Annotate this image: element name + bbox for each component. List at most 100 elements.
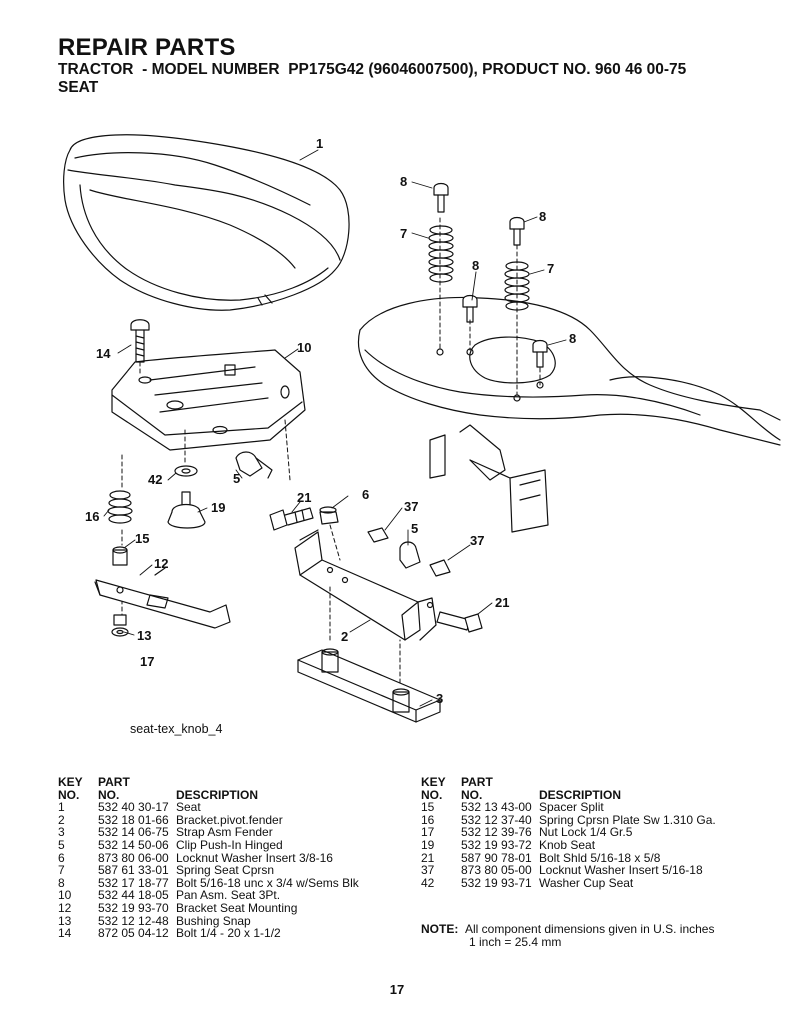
key-number: 3 bbox=[58, 825, 65, 840]
callout-21b: 21 bbox=[495, 595, 509, 610]
seat-part bbox=[63, 134, 350, 311]
part-description: Bolt 5/16-18 unc x 3/4 w/Sems Blk bbox=[176, 875, 359, 890]
part-number: 587 61 33-01 bbox=[98, 863, 169, 878]
callout-8a: 8 bbox=[400, 174, 407, 189]
header-part-no: NO. bbox=[461, 787, 483, 802]
header-part: PART bbox=[461, 775, 493, 789]
page-number: 17 bbox=[389, 982, 405, 997]
key-number: 14 bbox=[58, 926, 72, 941]
part-number: 532 19 93-70 bbox=[98, 900, 169, 915]
table-row: 5 532 14 50-06 Clip Push-In Hinged bbox=[58, 839, 359, 852]
part-description: Bracket Seat Mounting bbox=[176, 900, 298, 915]
part-number: 532 19 93-71 bbox=[461, 875, 532, 890]
part-description: Bolt 1/4 - 20 x 1-1/2 bbox=[176, 926, 281, 941]
header-key-no: NO. bbox=[58, 787, 80, 802]
part-description: Spring Seat Cprsn bbox=[176, 863, 275, 878]
dimension-note: NOTE: All component dimensions given in … bbox=[421, 923, 714, 949]
header-key-no: NO. bbox=[421, 787, 443, 802]
note-label: NOTE: bbox=[421, 922, 459, 936]
bolt-part bbox=[130, 319, 150, 363]
callout-16: 16 bbox=[85, 509, 99, 524]
table-row: 3 532 14 06-75 Strap Asm Fender bbox=[58, 826, 359, 839]
part-number: 532 13 43-00 bbox=[461, 800, 532, 815]
part-description: Strap Asm Fender bbox=[176, 825, 273, 840]
knob-part bbox=[167, 491, 206, 529]
header-key: KEY bbox=[421, 775, 446, 789]
table-row: 7 587 61 33-01 Spring Seat Cprsn bbox=[58, 864, 359, 877]
callout-10: 10 bbox=[297, 340, 311, 355]
callout-19: 19 bbox=[211, 500, 225, 515]
part-description: Seat bbox=[176, 800, 201, 815]
callout-6: 6 bbox=[362, 487, 369, 502]
header-key: KEY bbox=[58, 775, 83, 789]
header-part-no: NO. bbox=[98, 787, 120, 802]
table-row: 2 532 18 01-66 Bracket.pivot.fender bbox=[58, 814, 359, 827]
part-description: Locknut Washer Insert 3/8-16 bbox=[176, 850, 333, 865]
header-part: PART bbox=[98, 775, 130, 789]
spring-part bbox=[107, 490, 133, 524]
callout-7a: 7 bbox=[400, 226, 407, 241]
key-number: 21 bbox=[421, 850, 435, 865]
callout-1: 1 bbox=[316, 136, 323, 151]
part-number: 532 14 50-06 bbox=[98, 837, 169, 852]
callout-8c: 8 bbox=[539, 209, 546, 224]
strap-part bbox=[297, 648, 441, 723]
diagram-caption: seat-tex_knob_4 bbox=[130, 722, 222, 736]
mounting-bracket-part bbox=[94, 567, 231, 629]
callout-3: 3 bbox=[436, 691, 443, 706]
part-number: 532 18 01-66 bbox=[98, 812, 169, 827]
callout-21a: 21 bbox=[297, 490, 311, 505]
part-description: Knob Seat bbox=[539, 837, 596, 852]
key-number: 19 bbox=[421, 837, 435, 852]
callout-2: 2 bbox=[341, 629, 348, 644]
header-description: DESCRIPTION bbox=[176, 787, 259, 802]
pivot-bracket-part bbox=[294, 529, 437, 641]
callout-17: 17 bbox=[140, 654, 154, 669]
part-description: Spring Cprsn Plate Sw 1.310 Ga. bbox=[539, 812, 716, 827]
callout-7b: 7 bbox=[547, 261, 554, 276]
callout-5a: 5 bbox=[233, 471, 240, 486]
part-number: 532 44 18-05 bbox=[98, 888, 169, 903]
part-number: 532 14 06-75 bbox=[98, 825, 169, 840]
table-header-row-1: KEY PART bbox=[58, 776, 359, 789]
spring-bolt-assembly bbox=[428, 182, 548, 368]
key-number: 15 bbox=[421, 800, 435, 815]
callout-13: 13 bbox=[137, 628, 151, 643]
callout-8d: 8 bbox=[569, 331, 576, 346]
part-description: Bolt Shld 5/16-18 x 5/8 bbox=[539, 850, 661, 865]
key-number: 37 bbox=[421, 863, 435, 878]
key-number: 42 bbox=[421, 875, 435, 890]
table-row: 14 872 05 04-12 Bolt 1/4 - 20 x 1-1/2 bbox=[58, 927, 359, 940]
part-number: 587 90 78-01 bbox=[461, 850, 532, 865]
callout-5b: 5 bbox=[411, 521, 418, 536]
callout-42: 42 bbox=[148, 472, 162, 487]
key-number: 5 bbox=[58, 837, 65, 852]
table-row: 10 532 44 18-05 Pan Asm. Seat 3Pt. bbox=[58, 889, 359, 902]
key-number: 16 bbox=[421, 812, 435, 827]
callout-37a: 37 bbox=[404, 499, 418, 514]
seat-pan-part bbox=[111, 349, 306, 451]
key-number: 2 bbox=[58, 812, 65, 827]
key-number: 6 bbox=[58, 850, 65, 865]
callout-8b: 8 bbox=[472, 258, 479, 273]
part-description: Pan Asm. Seat 3Pt. bbox=[176, 888, 281, 903]
exploded-parts-diagram: 1 8 7 8 8 7 8 10 14 42 5 16 19 21 6 37 1… bbox=[63, 134, 781, 736]
part-number: 532 19 93-72 bbox=[461, 837, 532, 852]
part-number: 532 12 12-48 bbox=[98, 913, 169, 928]
key-number: 10 bbox=[58, 888, 72, 903]
fender-part bbox=[357, 296, 781, 446]
note-line-1: All component dimensions given in U.S. i… bbox=[465, 922, 715, 936]
part-description: Clip Push-In Hinged bbox=[176, 837, 283, 852]
key-number: 7 bbox=[58, 863, 65, 878]
callout-37b: 37 bbox=[470, 533, 484, 548]
part-number: 872 05 04-12 bbox=[98, 926, 169, 941]
part-description: Bracket.pivot.fender bbox=[176, 812, 283, 827]
